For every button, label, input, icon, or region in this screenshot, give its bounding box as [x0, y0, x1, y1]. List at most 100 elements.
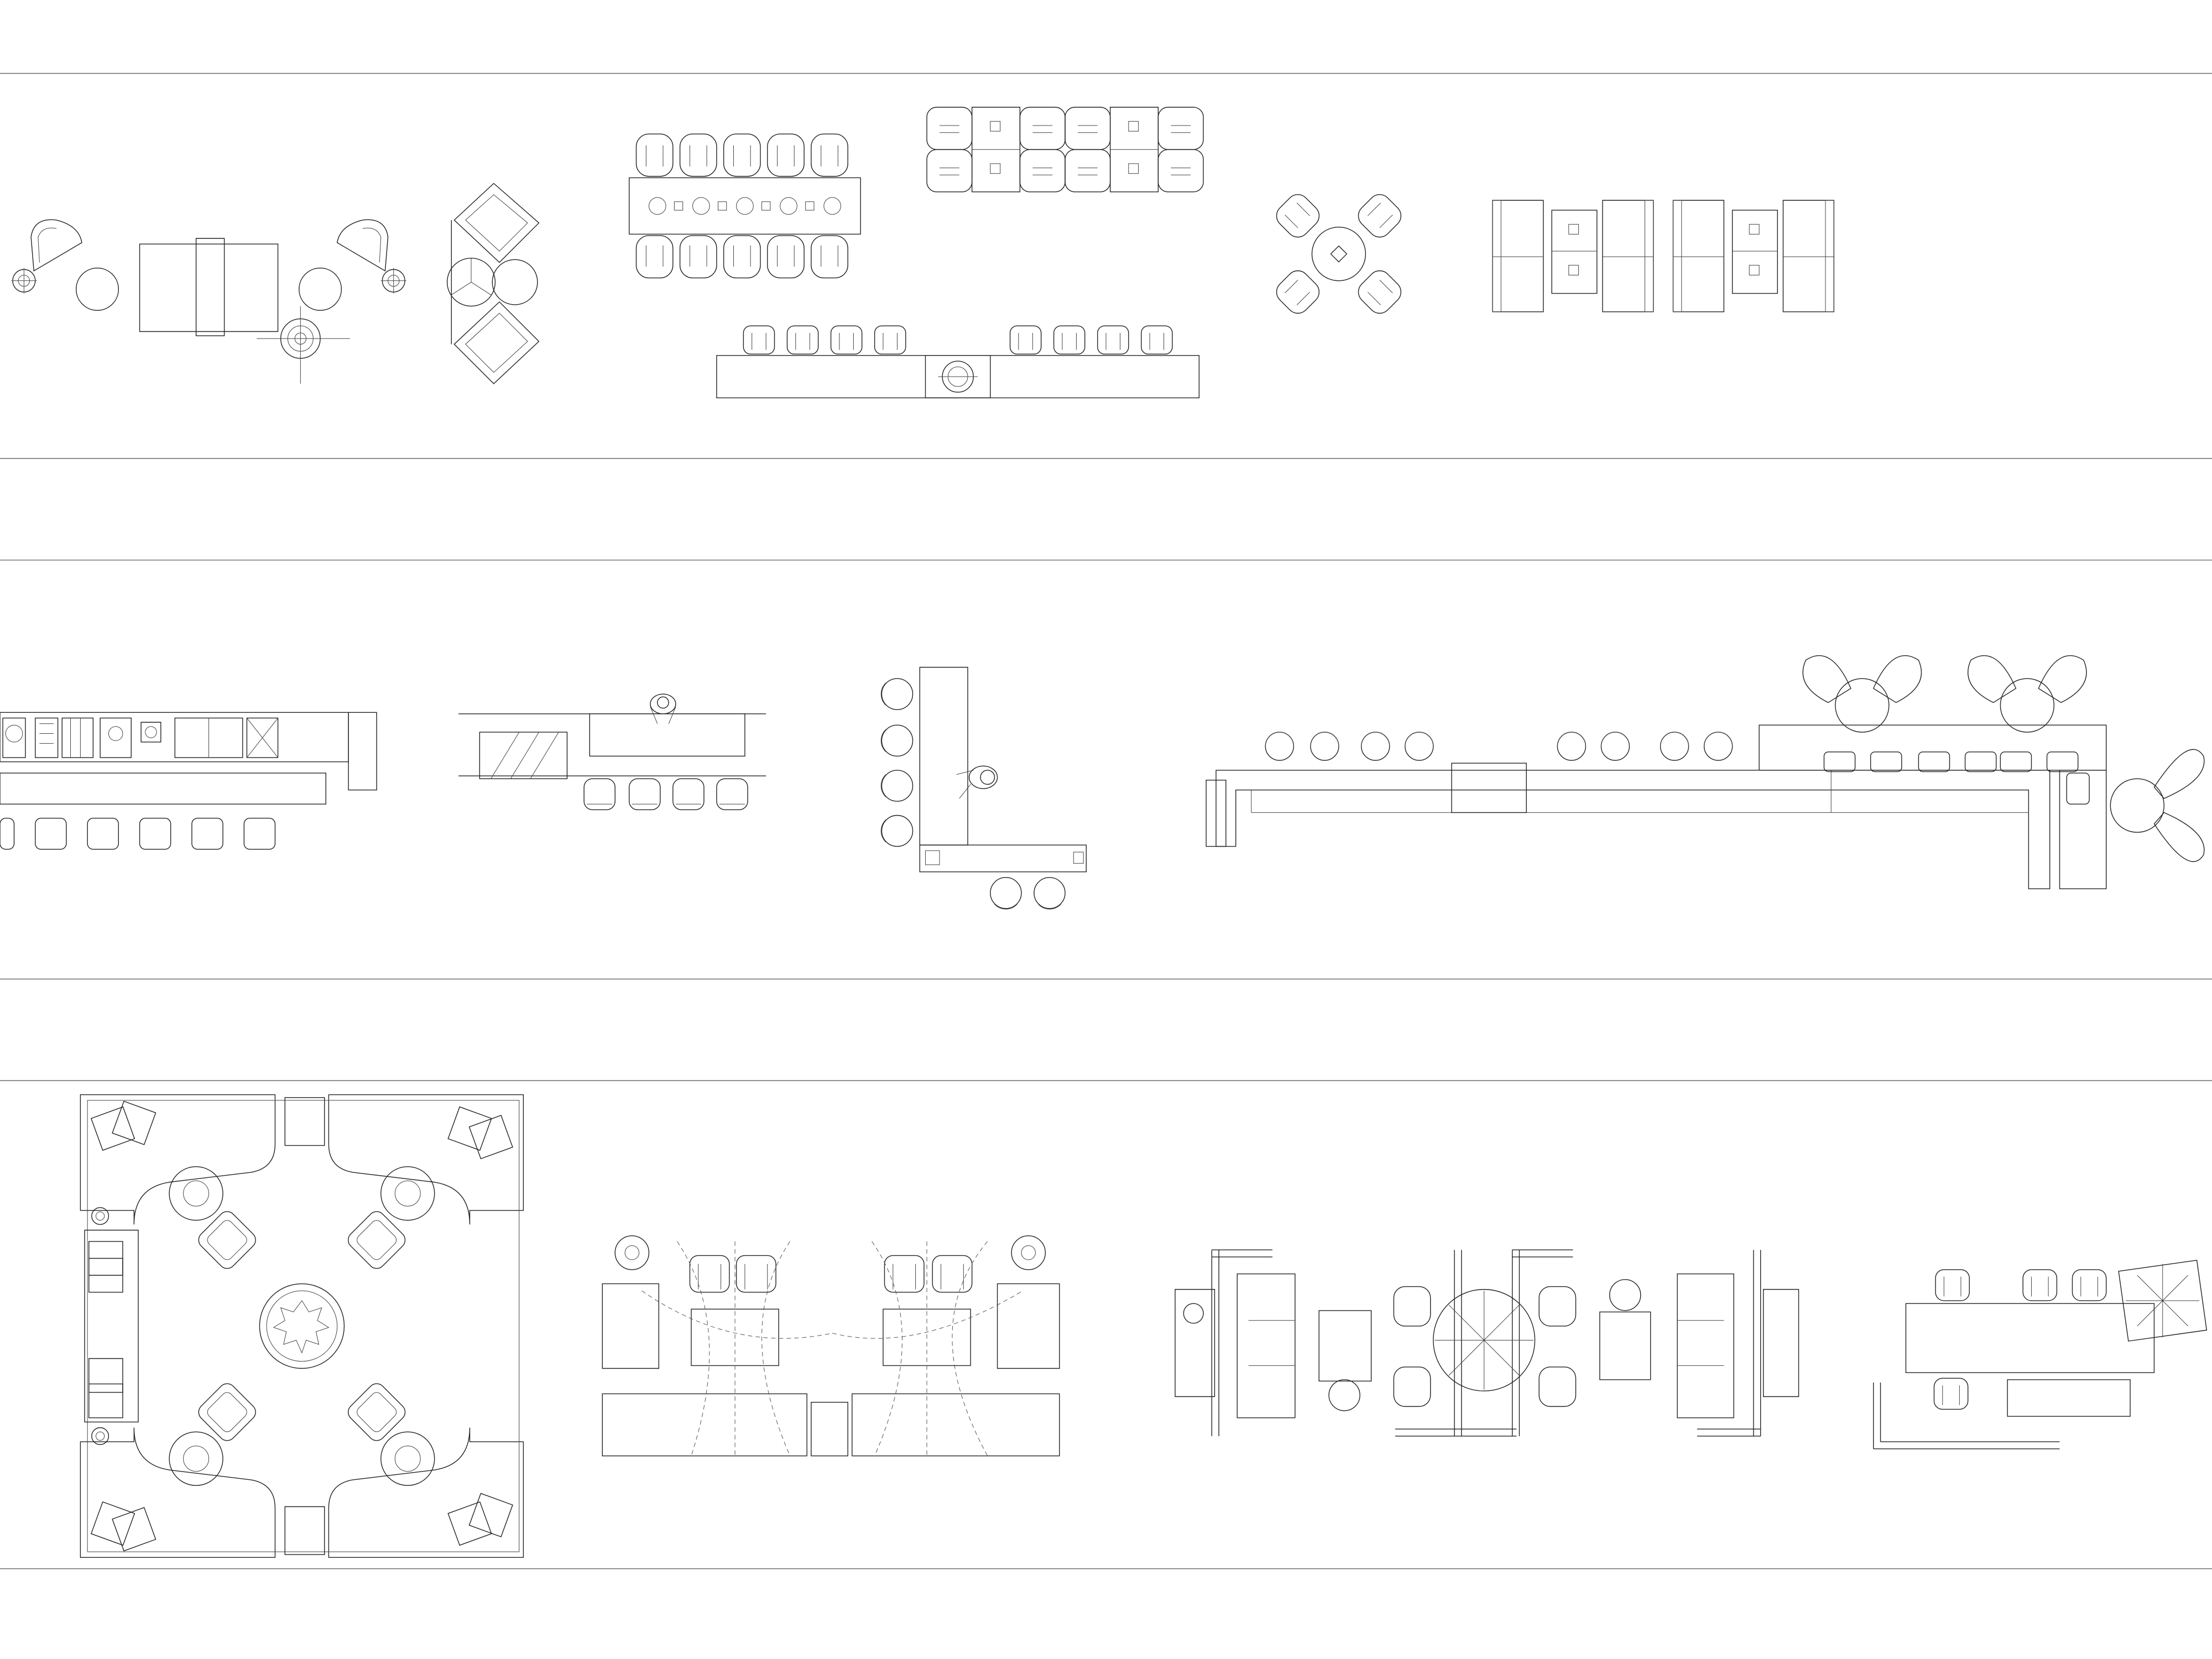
- side-table-plant: [395, 1181, 420, 1206]
- side-table: [381, 1432, 435, 1485]
- island-stools: [584, 779, 748, 810]
- sofa-left: [1237, 1274, 1295, 1418]
- office-chair-arms: [2031, 1277, 2048, 1297]
- throw-pillow: [448, 1502, 491, 1545]
- bar-stool: [831, 326, 862, 354]
- table-mark: [990, 121, 1000, 131]
- bar-display: [1452, 763, 1526, 812]
- side-table-right: [1600, 1312, 1651, 1379]
- sofa-left-arm: [602, 1284, 659, 1368]
- block-mixed-seating-with-partitions: [1175, 1250, 1799, 1436]
- bar-stool: [1054, 326, 1085, 354]
- stool-right: [1610, 1280, 1641, 1311]
- block-sectional-sofa-lounge: [602, 1236, 1060, 1456]
- diagonal-chair: [1272, 266, 1324, 318]
- banquet-chair-arms: [734, 246, 751, 267]
- sectional-chair: [737, 1255, 776, 1292]
- lounge-chair-seat: [354, 1218, 398, 1262]
- desk-vertical: [920, 667, 968, 845]
- banquet-chair: [680, 236, 717, 278]
- desk-person: [957, 766, 998, 799]
- bar-stool: [1098, 326, 1129, 354]
- booth-chair: [927, 107, 972, 150]
- side-table-plant: [395, 1446, 420, 1472]
- stool-left: [1329, 1380, 1360, 1411]
- office-chair-arms: [1943, 1385, 1960, 1405]
- visitor-chair-back: [881, 683, 886, 706]
- sofa-back-chairs: [690, 1255, 972, 1292]
- office-chairs: [1934, 1270, 2106, 1410]
- visitor-chair: [881, 725, 912, 756]
- table-mark: [1569, 265, 1579, 275]
- throw-pillow: [91, 1107, 134, 1150]
- lounge-round-table: [1835, 679, 1889, 732]
- sofa-bottom-right: [852, 1394, 1060, 1455]
- back-counter-return: [348, 712, 377, 790]
- diagonal-chairs: [1272, 190, 1406, 318]
- sofa-cushion: [1871, 752, 1902, 772]
- booth-bench-left: [1493, 200, 1543, 312]
- booth-chair: [1065, 149, 1110, 192]
- table-mark: [1129, 164, 1139, 174]
- lounge-chair: [1803, 656, 1851, 703]
- floor-lamp-right: [381, 268, 406, 294]
- wall-lamps: [92, 1208, 109, 1445]
- banquet-chair: [768, 134, 804, 176]
- sectional-chair-arms: [745, 1264, 768, 1290]
- banquet-chair: [811, 236, 848, 278]
- bar-stool-back: [1265, 732, 1293, 747]
- corner-armchair-top: [454, 184, 539, 263]
- place-settings: [649, 197, 841, 215]
- partition-chair: [1539, 1287, 1575, 1326]
- bar-stools-left: [743, 326, 905, 354]
- sectional-chair: [884, 1255, 924, 1292]
- bar-center-unit: [925, 356, 990, 398]
- office-chair: [2023, 1270, 2057, 1301]
- block-l-shaped-reception-desk: [881, 667, 1086, 909]
- diagonal-chair: [1272, 190, 1324, 242]
- block-lounge-armchairs-with-sofa: [11, 220, 406, 384]
- floor-lamp-left: [11, 268, 36, 294]
- bar-stool-arms: [1150, 333, 1164, 350]
- counter-stool: [140, 818, 171, 849]
- office-plant: [2119, 1260, 2206, 1341]
- visitor-chair-back: [1039, 904, 1061, 909]
- sofa-cushion: [1965, 752, 1996, 772]
- armchair-left: [31, 220, 82, 270]
- candle-mark: [762, 202, 770, 210]
- throw-pillow: [469, 1115, 513, 1159]
- banquet-chair-arms: [646, 246, 663, 267]
- booth-chair: [1158, 149, 1203, 192]
- dashed-light-pattern: [642, 1241, 1023, 1456]
- visitor-chair: [881, 815, 912, 846]
- top-planter: [285, 1098, 324, 1146]
- lounge-chair: [2154, 812, 2204, 862]
- sectional-chair-arms: [698, 1264, 721, 1290]
- bar-sink: [938, 361, 977, 392]
- block-bar-counter-with-stools: [717, 326, 1199, 398]
- diagonal-chair-arms: [1285, 203, 1310, 228]
- band-lines: [0, 74, 2212, 1569]
- banquet-chair: [724, 236, 760, 278]
- bar-stool-arms: [752, 333, 766, 350]
- bar-return-end: [1206, 780, 1226, 847]
- bar-stool: [875, 326, 906, 354]
- desk-outlet: [1073, 852, 1083, 863]
- throw-pillows: [89, 1101, 513, 1551]
- planter-left: [1175, 1290, 1214, 1397]
- banquet-chair-arms: [778, 145, 795, 166]
- sectional-chair: [932, 1255, 972, 1292]
- banquet-chair-arms: [821, 246, 838, 267]
- desk-horizontal: [920, 845, 1086, 872]
- armchair-right: [337, 220, 388, 270]
- table-mark: [1749, 225, 1759, 234]
- block-round-table-four-chairs: [1272, 190, 1406, 318]
- banquet-chair-arms: [734, 145, 751, 166]
- throw-pillow: [91, 1502, 134, 1545]
- place-setting: [693, 197, 710, 215]
- counter-stool: [244, 818, 275, 849]
- partition-right: [1697, 1250, 1761, 1436]
- bottom-planter: [285, 1506, 324, 1554]
- bar-stool: [743, 326, 774, 354]
- planter-bottom: [811, 1402, 848, 1456]
